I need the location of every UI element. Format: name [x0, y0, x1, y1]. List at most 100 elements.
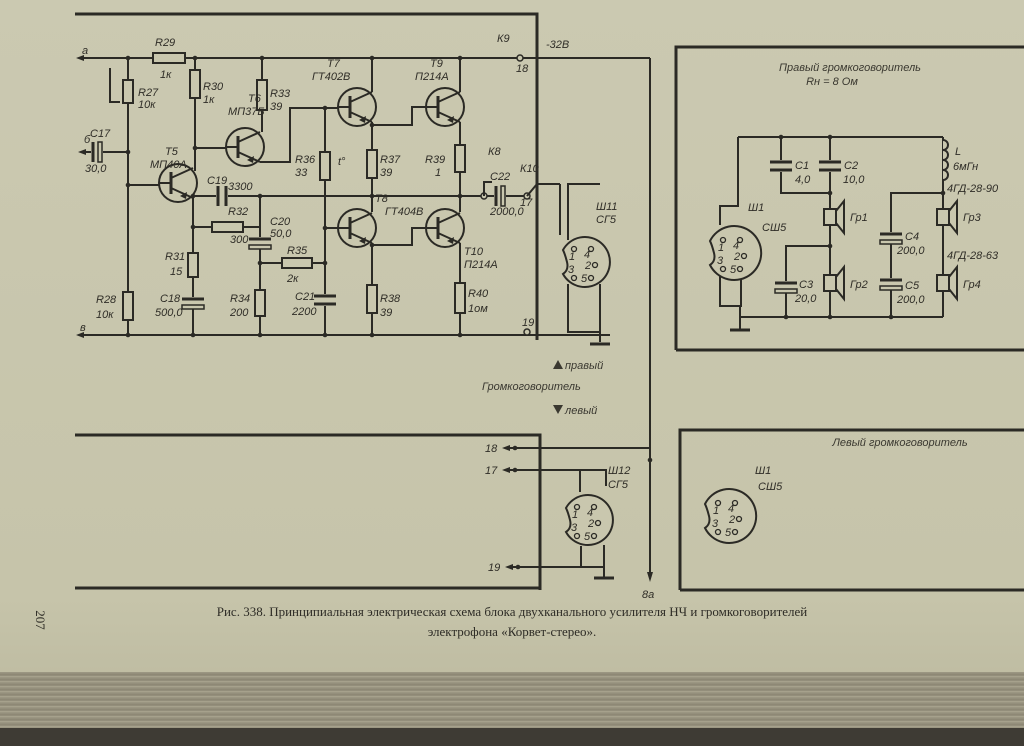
resistor-r34 [254, 289, 266, 317]
resistor-ref-label: R30 [203, 81, 224, 93]
resistor-r27 [122, 79, 134, 104]
wire-t8-t10 [372, 227, 426, 246]
pin-label-5: 5 [730, 264, 737, 276]
capacitor-plate [879, 239, 903, 245]
connector-pin [573, 532, 581, 540]
connector-pin [731, 499, 739, 507]
arrow-left-icon [76, 55, 84, 61]
capacitor-value-label: 50,0 [270, 228, 292, 240]
pin-label-1: 1 [572, 509, 578, 521]
pin-label-3: 3 [712, 518, 719, 530]
transistor-t9 [425, 87, 465, 127]
capacitor-plate [500, 185, 506, 207]
emitter-arrow [180, 192, 187, 199]
resistor-r30 [189, 69, 201, 99]
rs-c1 [780, 137, 830, 194]
arrow-left-icon [76, 332, 84, 338]
connector-pin [573, 503, 581, 511]
pin-label-1: 1 [569, 251, 575, 263]
right-speaker-title: Правый громкоговоритель [779, 62, 921, 74]
pin-label-3: 3 [717, 255, 724, 267]
capacitor-value-label: 3300 [228, 181, 253, 193]
figure-caption-line2: электрофона «Корвет-стерео». [427, 624, 597, 639]
node-label-b: б [84, 134, 91, 146]
capacitor-ref-label: C19 [207, 175, 227, 187]
capacitor-c5 [879, 278, 903, 291]
capacitor-ref-label: C21 [295, 291, 315, 303]
capacitor-c20 [248, 237, 272, 250]
capacitor-value-label: 500,0 [155, 307, 183, 319]
connector-pin [736, 265, 744, 273]
junction-dot [778, 134, 784, 140]
wire-k8 [483, 181, 492, 196]
capacitor-c4 [879, 232, 903, 245]
transistor-ref-label: T10 [464, 246, 484, 258]
capacitor-ref-label: C1 [795, 160, 809, 172]
capacitor-c17 [91, 140, 103, 164]
connector-ref-label: Ш1 [755, 465, 771, 477]
connector-pin [714, 499, 722, 507]
page-number: 207 [32, 610, 48, 630]
resistor-value-label: 1ом [468, 303, 488, 315]
arrow-left-icon [505, 564, 513, 570]
resistor-r38 [366, 284, 378, 314]
speaker-magnet [823, 208, 837, 226]
junction-dot [322, 105, 328, 111]
arrow-left-icon [502, 467, 510, 473]
emitter-arrow [359, 116, 366, 123]
selector-right-label: правый [565, 360, 603, 372]
transistor-leads [226, 131, 261, 163]
resistor-ref-label: R32 [228, 206, 248, 218]
resistor-value-label: 10к [96, 309, 114, 321]
connector-ref-label: Ш12 [608, 465, 630, 477]
capacitor-ref-label: C22 [490, 171, 510, 183]
speaker-gr3 [936, 198, 958, 236]
junction-dot [369, 55, 375, 61]
transistor-t5 [158, 163, 198, 203]
emitter-arrow [447, 237, 454, 244]
emitter-arrow [447, 116, 454, 123]
resistor-body [366, 284, 378, 314]
speaker-type-label: 4ГД-28-63 [947, 250, 999, 262]
transistor-t6 [225, 127, 265, 167]
resistor-ref-label: R35 [287, 245, 308, 257]
connector-pin [740, 252, 748, 260]
capacitor-c21 [313, 294, 337, 306]
capacitor-ref-label: C18 [160, 293, 181, 305]
transistor-leads [426, 91, 461, 123]
node-label-k9: К9 [497, 33, 510, 45]
resistor-ref-label: R29 [155, 37, 175, 49]
transistor-leads [338, 91, 373, 123]
speaker-cone [835, 198, 845, 236]
terminal-circle [516, 54, 524, 62]
connector-pin [736, 236, 744, 244]
resistor-value-label: 33 [295, 167, 308, 179]
capacitor-value-label: 10,0 [843, 174, 865, 186]
supply-voltage-label: -32В [546, 39, 569, 51]
connector-pin [735, 515, 743, 523]
resistor-value-label: 39 [380, 167, 392, 179]
pin-label-2: 2 [733, 251, 740, 263]
node-label-19: 19 [522, 317, 534, 329]
resistor-r36 [319, 151, 331, 181]
capacitor-value-label: 30,0 [85, 163, 107, 175]
junction-dot [512, 445, 518, 451]
junction-dot [192, 55, 198, 61]
junction-dot [647, 457, 653, 463]
speaker-cone [948, 264, 958, 302]
capacitor-ref-label: C17 [90, 128, 111, 140]
connector-sh12 [564, 494, 614, 546]
rs-bottom-wire [739, 306, 943, 330]
transistor-type-label: ГТ404В [385, 206, 423, 218]
resistor-ref-label: R40 [468, 288, 489, 300]
node-label-v: в [80, 322, 86, 334]
junction-dot [827, 314, 833, 320]
transistor-type-label: П214А [415, 71, 449, 83]
speaker-magnet [936, 208, 950, 226]
capacitor-value-label: 4,0 [795, 174, 811, 186]
capacitor-value-label: 20,0 [794, 293, 817, 305]
resistor-body [152, 52, 186, 64]
resistor-ref-label: R31 [165, 251, 185, 263]
wire-pot-wiper [109, 68, 120, 103]
